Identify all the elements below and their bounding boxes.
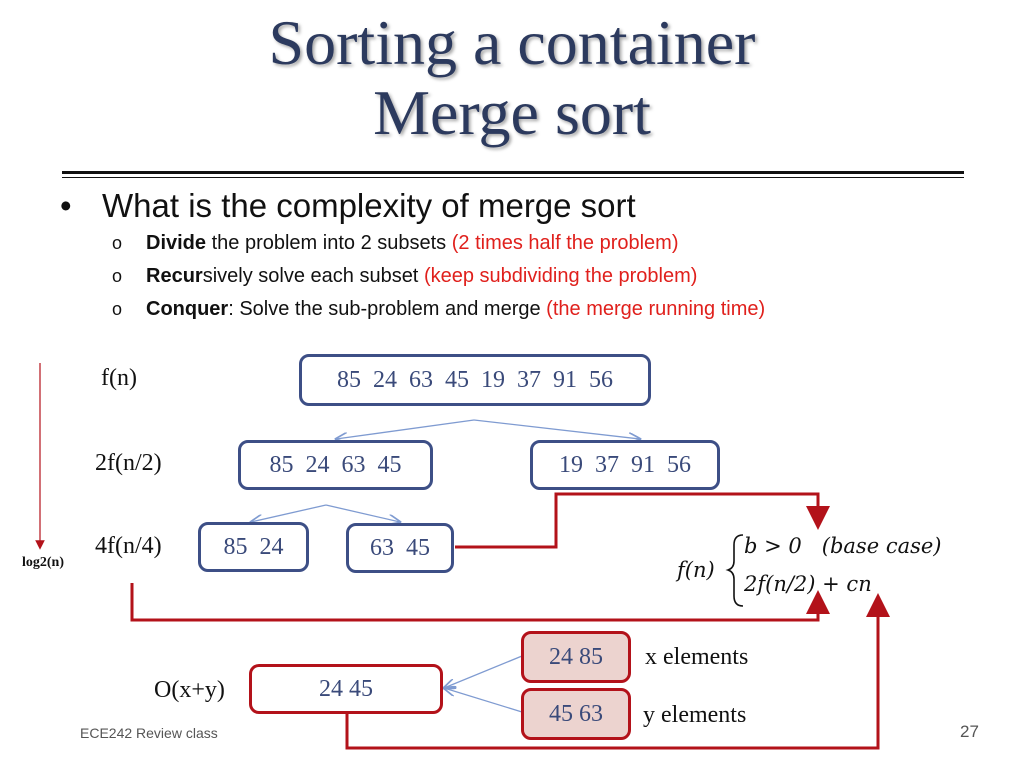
footer-course: ECE242 Review class <box>80 725 218 741</box>
label-level-0: f(n) <box>101 365 137 391</box>
subbullet-bold: Conquer <box>146 298 229 320</box>
subbullet-text: : Solve the sub-problem and merge <box>228 298 547 320</box>
merge-arrow-x <box>444 655 523 688</box>
subbullet-divide: o Divide the problem into 2 subsets (2 ti… <box>112 232 679 255</box>
label-y-elements: y elements <box>643 702 747 728</box>
merge-arrow-y <box>444 688 523 713</box>
subbullet-bold: Recur <box>146 265 203 287</box>
subbullet-text: sively solve each subset <box>202 265 424 287</box>
recurrence-brace <box>725 534 744 607</box>
footer-page-number: 27 <box>960 722 979 741</box>
box-merge-y: 45 63 <box>521 688 631 740</box>
label-merge-cost: O(x+y) <box>154 677 225 703</box>
recurrence-case-2: 2f(n/2) + cn <box>744 572 872 596</box>
red-connector-recursion <box>130 583 830 622</box>
box-left-quarter: 85 24 <box>198 522 309 572</box>
main-bullet: • What is the complexity of merge sort <box>60 187 636 225</box>
box-merge-result: 24 45 <box>249 664 443 714</box>
title-rule-thin <box>62 177 964 178</box>
box-root: 85 24 63 45 19 37 91 56 <box>299 354 651 406</box>
tree-arrow-root-left <box>336 419 475 439</box>
sub-bullet-marker: o <box>112 299 123 319</box>
subbullet-recur: o Recursively solve each subset (keep sub… <box>112 265 697 288</box>
bullet-dot: • <box>60 187 72 224</box>
title-line-1: Sorting a container <box>268 7 756 78</box>
tree-arrow-left-ll <box>251 504 327 522</box>
sub-bullet-marker: o <box>112 266 123 286</box>
recurrence-case-1-expr: b > 0 <box>744 534 802 558</box>
main-bullet-text: What is the complexity of merge sort <box>102 187 636 224</box>
subbullet-bold: Divide <box>146 232 207 254</box>
subbullet-text: the problem into 2 subsets <box>206 232 452 254</box>
box-right-half: 19 37 91 56 <box>530 440 720 490</box>
title-line-2: Merge sort <box>373 77 651 148</box>
label-x-elements: x elements <box>645 644 749 670</box>
recurrence-case-1: b > 0 (base case) <box>744 534 942 558</box>
title-text: Sorting a container Merge sort <box>0 8 1024 148</box>
label-level-1: 2f(n/2) <box>95 450 162 476</box>
sub-bullet-marker: o <box>112 233 123 253</box>
tree-arrow-left-lr <box>325 504 400 522</box>
subbullet-note: (2 times half the problem) <box>451 232 679 254</box>
box-merge-x: 24 85 <box>521 631 631 683</box>
box-right-quarter: 63 45 <box>346 523 454 573</box>
subbullet-note: (the merge running time) <box>546 298 766 320</box>
red-connector-merge <box>455 492 830 549</box>
red-connector-cn <box>345 593 890 750</box>
tree-arrow-root-right <box>473 419 640 439</box>
title-rule-thick <box>62 171 964 174</box>
label-level-2: 4f(n/4) <box>95 533 162 559</box>
subbullet-conquer: o Conquer: Solve the sub-problem and merg… <box>112 298 765 321</box>
box-left-half: 85 24 63 45 <box>238 440 433 490</box>
label-depth: log2(n) <box>22 555 64 570</box>
recurrence-case-1-note: (base case) <box>821 534 942 558</box>
recurrence-lhs: f(n) <box>677 558 715 582</box>
subbullet-note: (keep subdividing the problem) <box>423 265 698 287</box>
